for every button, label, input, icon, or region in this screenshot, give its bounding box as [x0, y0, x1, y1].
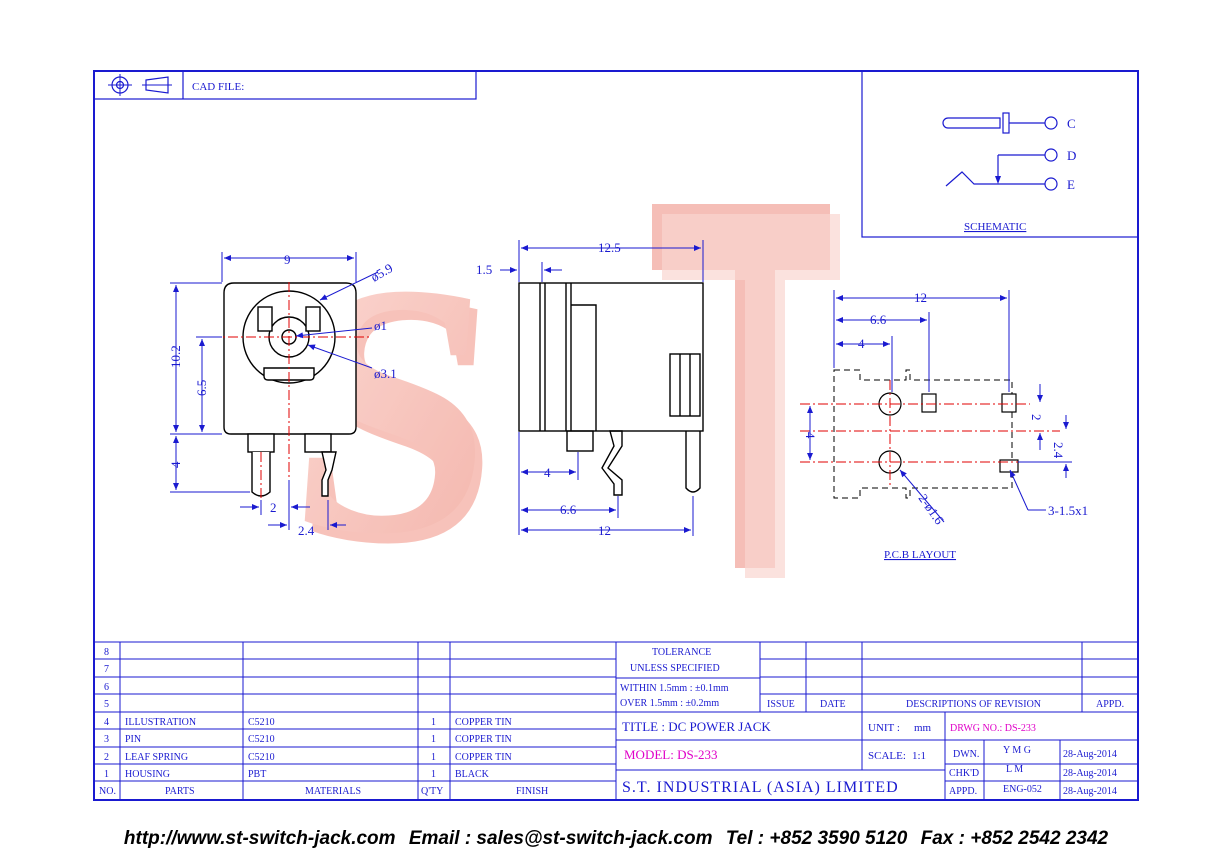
bom-cell-no: 8	[104, 647, 109, 658]
dim-side-66: 6.6	[560, 502, 577, 517]
schematic-pin-d: D	[1067, 148, 1076, 163]
chk-label: CHK'D	[949, 768, 979, 779]
bom-cell-material: C5210	[248, 717, 275, 728]
chk-date: 28-Aug-2014	[1063, 768, 1117, 779]
dim-pcb-4v: 4	[803, 432, 818, 439]
dwn-value: Y M G	[1003, 745, 1031, 756]
telephone-text: Tel : +852 3590 5120	[725, 828, 908, 849]
dim-side-12: 12	[598, 523, 611, 538]
bom-cell-part: ILLUSTRATION	[125, 717, 196, 728]
revision-date: DATE	[820, 699, 846, 710]
dim-dia-inner: ø3.1	[374, 366, 397, 381]
pcb-layout-title: P.C.B LAYOUT	[884, 549, 956, 561]
dim-pcb-24: 2.4	[1051, 442, 1066, 459]
bom-table	[94, 641, 617, 800]
dwn-date: 28-Aug-2014	[1063, 749, 1117, 760]
bom-cell-material: C5210	[248, 734, 275, 745]
schematic-box: C D E SCHEMATIC	[861, 70, 1139, 238]
title-block	[616, 712, 1138, 800]
dim-dia-pin: ø1	[374, 318, 387, 333]
tolerance-title: TOLERANCE	[652, 647, 711, 658]
bom-cell-no: 5	[104, 699, 109, 710]
pcb-layout: 12 6.6 4 4 2 2.4 2-ø1.6 3-1.5x1 P.C.B LA…	[800, 290, 1088, 561]
dim-front-pin-offset: 2.4	[298, 523, 315, 538]
dim-side-flange: 1.5	[476, 262, 492, 277]
bom-cell-part: HOUSING	[125, 769, 170, 780]
bom-cell-material: PBT	[248, 769, 266, 780]
appd-date: 28-Aug-2014	[1063, 786, 1117, 797]
appd-value: ENG-052	[1003, 784, 1042, 795]
cad-header: CAD FILE:	[93, 70, 477, 100]
bom-cell-no: 7	[104, 664, 109, 675]
bom-cell-material: C5210	[248, 752, 275, 763]
scale-label: SCALE:	[868, 750, 906, 762]
bom-cell-qty: 1	[431, 752, 436, 763]
dim-front-pin-length: 4	[168, 461, 183, 468]
bom-cell-finish: COPPER TIN	[455, 752, 512, 763]
bom-cell-no: 4	[104, 717, 109, 728]
tolerance-subtitle: UNLESS SPECIFIED	[630, 663, 720, 674]
bom-header-materials: MATERIALS	[305, 786, 361, 797]
bom-cell-part: LEAF SPRING	[125, 752, 188, 763]
website-link[interactable]: http://www.st-switch-jack.com	[123, 828, 396, 849]
dim-front-height: 10.2	[168, 345, 183, 368]
side-view: 12.5 1.5 4 6.6 12	[476, 240, 704, 538]
drawing-number: DRWG NO.: DS-233	[950, 723, 1036, 734]
dim-pcb-2: 2	[1029, 414, 1044, 421]
scale-value: 1:1	[912, 750, 926, 762]
company-name: S.T. INDUSTRIAL (ASIA) LIMITED	[622, 779, 899, 796]
dim-side-length: 12.5	[598, 240, 621, 255]
bom-header-no: NO.	[99, 786, 116, 797]
bom-cell-finish: COPPER TIN	[455, 717, 512, 728]
projection-symbol-icon	[108, 74, 172, 96]
dim-front-pin-pitch: 2	[270, 500, 277, 515]
contact-footer: http://www.st-switch-jack.com Email : sa…	[0, 828, 1232, 850]
dim-front-width: 9	[284, 252, 291, 267]
bom-cell-qty: 1	[431, 717, 436, 728]
tolerance-within: WITHIN 1.5mm : ±0.1mm	[620, 683, 729, 694]
dim-front-inner-height: 6.5	[194, 380, 209, 396]
schematic-pin-c: C	[1067, 116, 1076, 131]
st-watermark-logo: S S	[279, 204, 840, 618]
bom-cell-qty: 1	[431, 769, 436, 780]
dwn-label: DWN.	[953, 749, 979, 760]
dim-pcb-holes: 2-ø1.6	[916, 491, 948, 528]
bom-cell-finish: BLACK	[455, 769, 490, 780]
chk-value: L M	[1006, 764, 1023, 775]
model-text: MODEL: DS-233	[624, 747, 718, 762]
schematic-pin-e: E	[1067, 177, 1075, 192]
unit-label: UNIT :	[868, 722, 900, 734]
bom-header-qty: Q'TY	[421, 786, 443, 797]
dim-pcb-66: 6.6	[870, 312, 887, 327]
bom-cell-finish: COPPER TIN	[455, 734, 512, 745]
bom-cell-part: PIN	[125, 734, 141, 745]
bom-cell-qty: 1	[431, 734, 436, 745]
title-text: TITLE : DC POWER JACK	[622, 719, 771, 734]
bom-header-finish: FINISH	[516, 786, 548, 797]
bom-headers: NO. PARTS MATERIALS Q'TY FINISH	[99, 786, 548, 797]
bom-cell-no: 6	[104, 682, 109, 693]
revision-block	[616, 641, 1138, 713]
fax-text: Fax : +852 2542 2342	[920, 828, 1109, 849]
revision-appd: APPD.	[1096, 699, 1124, 710]
revision-description: DESCRIPTIONS OF REVISION	[906, 699, 1041, 710]
email-link[interactable]: Email : sales@st-switch-jack.com	[408, 828, 713, 849]
dim-pcb-4: 4	[858, 336, 865, 351]
cad-file-label: CAD FILE:	[192, 81, 244, 93]
bom-cell-no: 1	[104, 769, 109, 780]
dim-pcb-slots: 3-1.5x1	[1048, 503, 1088, 518]
bom-cell-no: 3	[104, 734, 109, 745]
dim-side-4: 4	[544, 465, 551, 480]
bom-cell-no: 2	[104, 752, 109, 763]
bom-header-parts: PARTS	[165, 786, 195, 797]
revision-issue: ISSUE	[767, 699, 795, 710]
tolerance-over: OVER 1.5mm : ±0.2mm	[620, 698, 719, 709]
dim-pcb-12: 12	[914, 290, 927, 305]
appd-label: APPD.	[949, 786, 977, 797]
unit-value: mm	[914, 722, 932, 734]
schematic-title: SCHEMATIC	[964, 221, 1026, 233]
